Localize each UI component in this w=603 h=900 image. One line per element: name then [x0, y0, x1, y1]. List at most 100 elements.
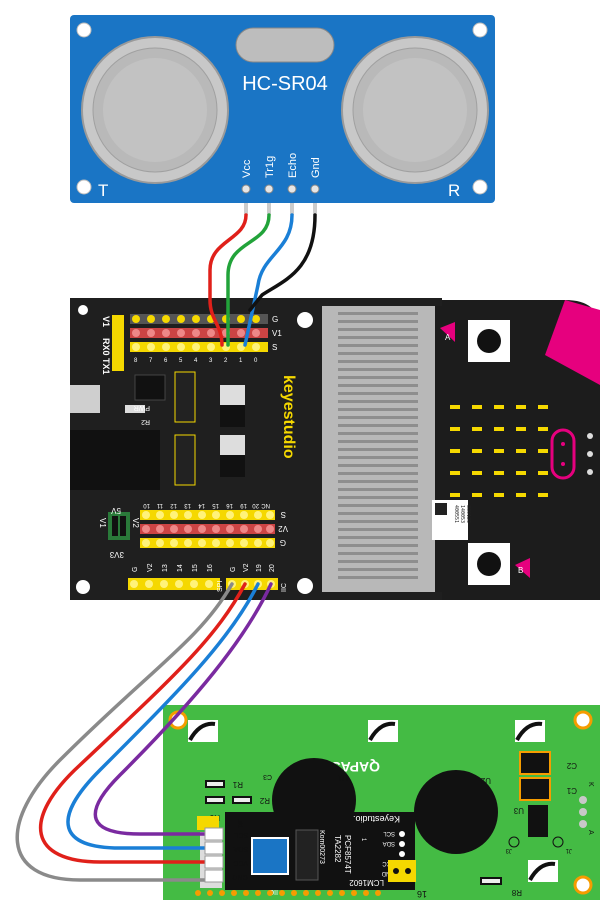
wire-scl-purple: [93, 582, 273, 836]
pin-number: 5: [179, 358, 183, 364]
switch-5v: 5V: [111, 506, 121, 515]
button-a-marker: [440, 322, 455, 342]
regulator: [134, 374, 166, 401]
capacitor: [174, 434, 196, 486]
standoff: [515, 720, 545, 742]
led-matrix: [450, 405, 548, 497]
row-letter-v1: V1: [272, 329, 282, 338]
u3-chip: [528, 805, 548, 837]
mount-hole: [297, 578, 313, 594]
c1-label: C1: [566, 786, 577, 795]
spi-pin-label: 15: [192, 564, 199, 572]
pin-number: NC: [261, 502, 270, 508]
top-header-g-row: [130, 314, 268, 324]
k-label: K: [587, 782, 594, 787]
led-jumper: [197, 816, 219, 830]
lcd-blob-u2: [414, 770, 498, 854]
mini-pin-label: SDA: [383, 840, 395, 846]
spi-pin-label: G: [132, 567, 139, 572]
row-letter-s: S: [272, 343, 277, 352]
crystal-oscillator: [235, 27, 335, 63]
bottom-header-v2-row: [140, 524, 275, 534]
pin-number: 20: [252, 502, 259, 508]
pin-number: 19: [240, 502, 247, 508]
backpack-lcm: LCM1602: [349, 878, 384, 887]
left-label-v1: V1: [101, 316, 111, 327]
capacitor: [174, 371, 196, 423]
spi-pin-label: 16: [207, 564, 214, 572]
pin-label-echo: Echo: [287, 153, 299, 178]
mount-hole: [573, 875, 593, 895]
sticker-line: 400551: [453, 505, 459, 523]
sticker-line: 140053: [459, 505, 465, 523]
iic-pin-label: 19: [256, 564, 263, 572]
backpack-pin-label-vcc: VCC: [233, 859, 248, 866]
r2-label: R2: [141, 418, 150, 425]
mount-hole: [297, 312, 313, 328]
sensor-pin: [287, 184, 297, 194]
wire-echo-blue: [243, 213, 294, 347]
row-letter-g: G: [280, 538, 286, 547]
receiver-label: R: [448, 181, 460, 200]
j3-label: J3: [505, 847, 512, 853]
standoff: [528, 860, 558, 882]
backpack-chip: PCF8574T: [343, 835, 352, 874]
pin-number: 2: [224, 358, 228, 364]
switch-v1: V1: [98, 518, 107, 528]
pin-16-label: 16: [417, 889, 427, 899]
pin-number: 7: [149, 358, 153, 364]
switch-3v3: 3V3: [109, 550, 124, 559]
mount-hole: [78, 305, 88, 315]
contrast-pot[interactable]: [251, 837, 289, 875]
hc-sr04-sensor: HC-SR04 T R Vcc Tr1g Echo Gnd: [70, 15, 495, 203]
spi-pin-label: 14: [177, 564, 184, 572]
backpack-num1: 1: [360, 838, 366, 842]
pin-number: 3: [209, 358, 213, 364]
u3-label: U3: [513, 806, 524, 815]
r2-label: R2: [259, 796, 270, 805]
pin-number: 16: [226, 502, 233, 508]
sensor-model: HC-SR04: [242, 73, 328, 95]
standoff: [188, 720, 218, 742]
wire-trig-green: [226, 213, 271, 347]
mount-hole: [76, 179, 92, 195]
pwr-led: [125, 405, 145, 413]
pin-number: 6: [164, 358, 168, 364]
touch-logo: [550, 428, 576, 480]
sticker-line: 880120: [465, 505, 471, 523]
u2-label: U2: [480, 776, 491, 785]
pad-j3: [508, 836, 520, 848]
backpack-model: TA2282: [333, 835, 342, 863]
backpack-pin-label-gnd: GND: [232, 873, 248, 880]
wire-sda-blue: [66, 582, 260, 850]
spi-label: SPI: [217, 581, 224, 592]
pin-number: 15: [212, 502, 219, 508]
mount-hole: [76, 580, 90, 594]
pwr-label: PWR: [134, 404, 150, 411]
mount-hole: [573, 710, 593, 730]
capacitor-c1: [519, 777, 551, 801]
backpack-pin-label-sda: SDA: [233, 845, 248, 852]
keyestudio-shield: V1 RX0 TX1 G V1 S 8 7 6 5 4 3 2 1 0: [70, 298, 442, 600]
pin-number: 12: [170, 502, 177, 508]
transmitter-label: T: [98, 181, 108, 200]
sensor-header-pins: [244, 203, 317, 215]
microbit-corner-accent: [545, 300, 600, 385]
pin-number: 11: [156, 502, 163, 508]
microbit-board: A B 400551 140053 880120: [320, 300, 600, 600]
switch-v2: V2: [131, 518, 140, 528]
r1-label: R1: [232, 780, 243, 789]
a-label: A: [587, 830, 594, 835]
pin-number: 14: [198, 502, 205, 508]
pin-number: 4: [194, 358, 198, 364]
pin-number: 8: [134, 358, 138, 364]
top-header-s-row: [130, 342, 268, 352]
backlight-jumper[interactable]: [388, 860, 416, 882]
wire-vcc-red: [208, 213, 248, 347]
bottom-header-s-row: [140, 510, 275, 520]
wire-vcc-red: [38, 582, 247, 864]
r8-label: R8: [511, 888, 522, 897]
row-letter-g: G: [272, 315, 278, 324]
iic-pin-label: V2: [243, 563, 250, 572]
sensor-pin: [241, 184, 251, 194]
